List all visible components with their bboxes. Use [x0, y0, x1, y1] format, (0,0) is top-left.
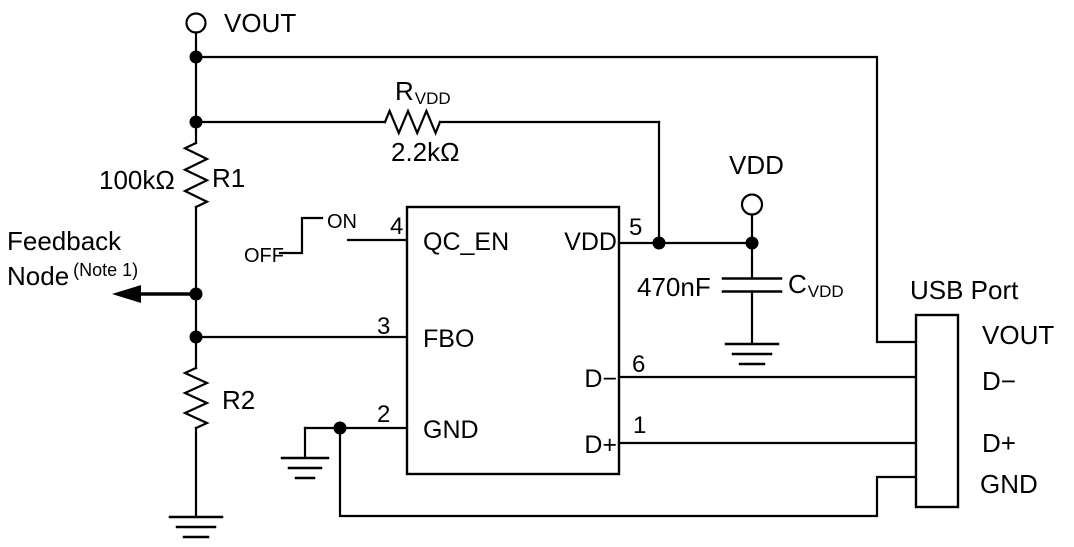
vdd-terminal-icon [740, 193, 764, 245]
pin-num-fbo: 3 [377, 313, 391, 340]
feedback-node-line2: Node [7, 261, 70, 291]
ic-pin-label-dminus: D− [584, 365, 617, 393]
r1-value: 100kΩ [99, 165, 175, 195]
pin-num-gnd: 2 [377, 401, 391, 428]
wire-gnd-return [338, 426, 918, 518]
cvdd-label-sub: VDD [807, 282, 844, 301]
resistor-rvdd-symbol [194, 108, 661, 245]
vout-terminal-label: VOUT [224, 8, 297, 38]
ground-icon-ic [280, 456, 330, 480]
usb-pin-dplus: D+ [982, 428, 1016, 458]
usb-pin-vout: VOUT [982, 320, 1055, 350]
rvdd-label-base: R [395, 76, 414, 106]
ic-pin-label-dplus: D+ [584, 431, 617, 459]
junction-dots [189, 50, 759, 435]
resistor-r2-symbol [182, 366, 210, 518]
pin-num-dminus: 6 [632, 351, 646, 378]
ground-icon-r2 [168, 515, 224, 539]
ic-pin-label-qc-en: QC_EN [423, 228, 510, 256]
switch-on-label: ON [327, 211, 357, 233]
ic-pin-label-fbo: FBO [423, 325, 475, 353]
rvdd-label: RVDD [395, 76, 451, 108]
rvdd-label-sub: VDD [414, 89, 451, 108]
usb-port-body [914, 313, 960, 509]
r1-name: R1 [212, 163, 246, 193]
usb-pin-gnd: GND [980, 469, 1038, 499]
feedback-node-note: (Note 1) [73, 260, 139, 280]
cvdd-label: CVDD [788, 269, 844, 301]
rvdd-value: 2.2kΩ [391, 137, 460, 167]
wire-gnd-pin [303, 426, 409, 459]
capacitor-cvdd-symbol [721, 241, 783, 345]
cvdd-label-base: C [788, 269, 807, 299]
ground-icon-cvdd [724, 342, 780, 366]
wire-vout-to-usb [194, 55, 918, 344]
usb-port-title: USB Port [910, 275, 1019, 305]
r2-name: R2 [222, 385, 256, 415]
feedback-arrow-icon [112, 285, 198, 303]
step-waveform-icon [278, 216, 324, 255]
pin-num-dplus: 1 [633, 412, 647, 439]
ic-body [405, 205, 621, 476]
usb-pin-dminus: D− [982, 366, 1016, 396]
pin-num-qc-en: 4 [390, 213, 404, 240]
cvdd-value: 470nF [637, 272, 711, 302]
ic-pin-label-gnd: GND [423, 416, 479, 444]
switch-off-label: OFF [244, 245, 284, 267]
pin-num-vdd: 5 [629, 214, 643, 241]
feedback-node-line1: Feedback [7, 226, 122, 256]
ic-pin-label-vdd: VDD [564, 228, 617, 256]
vdd-terminal-label: VDD [729, 150, 784, 180]
